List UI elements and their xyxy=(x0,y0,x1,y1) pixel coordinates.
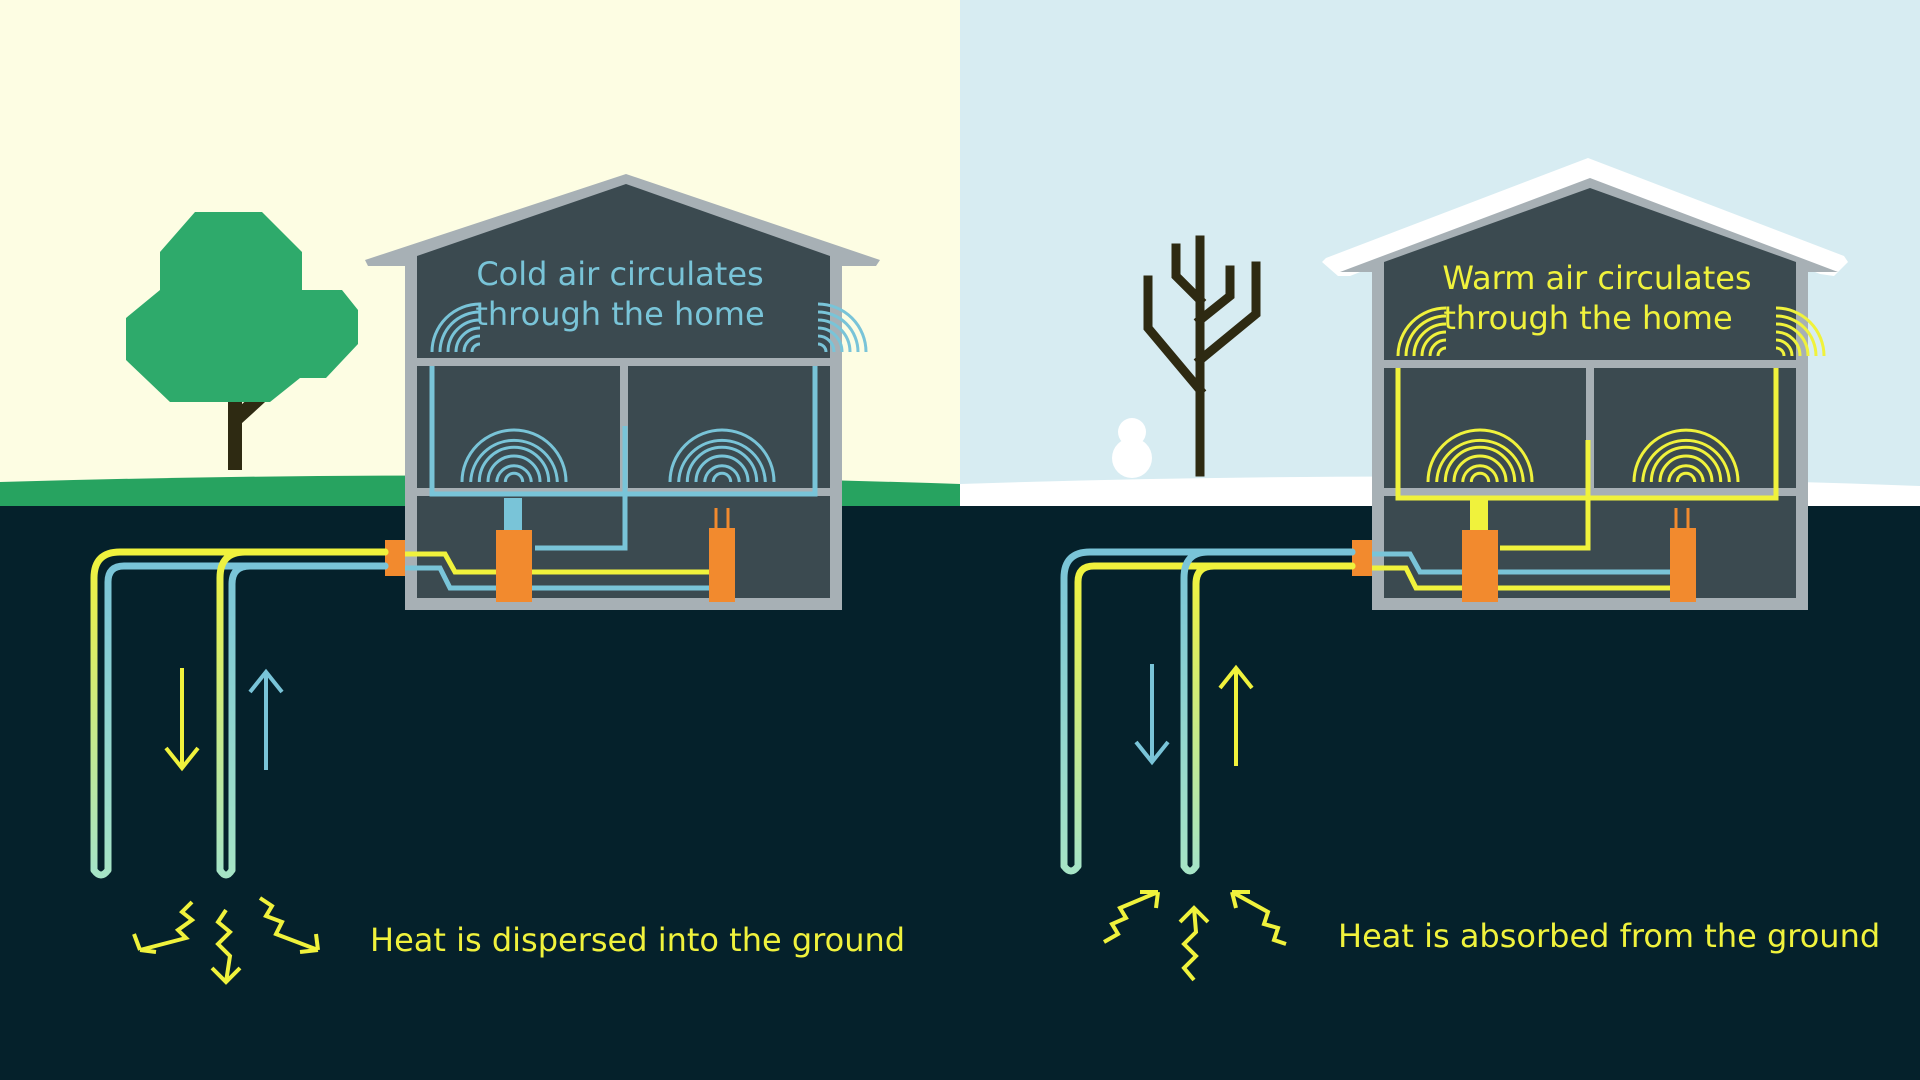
summer-air-vent-icons xyxy=(430,302,868,483)
heat-pump-unit xyxy=(1462,530,1498,602)
winter-ground-caption: Heat is absorbed from the ground xyxy=(1338,917,1880,955)
vent-arc xyxy=(477,445,551,483)
tree-foliage xyxy=(126,212,358,402)
vent-arc xyxy=(1667,464,1705,483)
summer-house-label-line1: Cold air circulates xyxy=(476,255,763,293)
vent-arc xyxy=(460,428,568,483)
vent-arc xyxy=(817,342,828,353)
vent-arc xyxy=(1435,438,1525,483)
air-vent-icon xyxy=(817,302,868,353)
vent-arc xyxy=(1469,471,1491,483)
heat-pump-unit xyxy=(496,530,532,602)
vent-arc xyxy=(1775,338,1794,357)
vent-arc xyxy=(454,326,481,353)
vent-arc xyxy=(1426,428,1534,483)
snowman xyxy=(1112,418,1152,478)
vent-arc xyxy=(470,342,481,353)
vent-arc xyxy=(1675,471,1697,483)
squiggle-arrow-icon xyxy=(258,896,320,954)
pipe-connector xyxy=(385,540,405,576)
vent-arc xyxy=(817,318,852,353)
vent-arc xyxy=(1420,330,1447,357)
vent-arc xyxy=(1775,306,1826,357)
vent-arc xyxy=(1775,330,1802,357)
vent-arc xyxy=(462,334,481,353)
vent-arc xyxy=(495,464,533,483)
air-vent-icon xyxy=(668,428,776,483)
winter-equipment xyxy=(1352,500,1696,602)
winter-house-label-line2: through the home xyxy=(1443,299,1732,337)
vent-arc xyxy=(1775,322,1810,357)
summer-ground-loop xyxy=(90,548,389,879)
squiggle-arrow-icon xyxy=(1178,905,1210,982)
vent-arc xyxy=(1632,428,1740,483)
vent-arc xyxy=(1658,454,1714,483)
air-vent-icon xyxy=(430,302,481,353)
water-heater-unit xyxy=(1670,528,1696,602)
vent-arc xyxy=(469,438,559,483)
vent-arc xyxy=(817,310,860,353)
heat-dispersal-arrows xyxy=(132,896,320,985)
vent-arc xyxy=(503,471,525,483)
squiggle-arrow-icon xyxy=(1103,890,1160,944)
vent-arc xyxy=(1436,346,1447,357)
winter-house-pipes xyxy=(1368,368,1779,591)
vent-arc xyxy=(817,326,844,353)
winter-ground-loop xyxy=(1060,548,1356,875)
pipe-connector xyxy=(1352,540,1372,576)
air-vent-icon xyxy=(1396,306,1447,357)
squiggle-arrow-icon xyxy=(1230,890,1287,946)
winter-flow-arrows xyxy=(1134,664,1254,766)
air-vent-icon xyxy=(1426,428,1534,483)
vent-arc xyxy=(703,464,741,483)
air-vent-icon xyxy=(1775,306,1826,357)
water-heater-unit xyxy=(709,528,735,602)
vent-arc xyxy=(668,428,776,483)
vent-arc xyxy=(430,302,481,353)
summer-flow-arrows xyxy=(164,668,284,772)
vent-arc xyxy=(1775,346,1786,357)
vent-arc xyxy=(1461,464,1499,483)
summer-house-label-line2: through the home xyxy=(475,295,764,333)
summer-house-pipes xyxy=(400,366,818,591)
air-vent-icon xyxy=(460,428,568,483)
winter-air-vent-icons xyxy=(1396,306,1826,483)
down-arrow-icon xyxy=(1134,664,1170,766)
up-arrow-icon xyxy=(1218,664,1254,766)
summer-equipment xyxy=(385,498,735,602)
air-vent-icon xyxy=(1632,428,1740,483)
vent-arc xyxy=(1775,314,1818,357)
vent-arc xyxy=(1428,338,1447,357)
vent-arc xyxy=(1443,445,1517,483)
vent-arc xyxy=(1452,454,1508,483)
vent-arc xyxy=(438,310,481,353)
vent-arc xyxy=(1649,445,1723,483)
up-arrow-icon xyxy=(248,668,284,770)
vent-arc xyxy=(685,445,759,483)
vent-arc xyxy=(677,438,767,483)
vent-arc xyxy=(817,334,836,353)
vent-arc xyxy=(711,471,733,483)
summer-tree xyxy=(126,212,358,470)
vent-arc xyxy=(1412,322,1447,357)
summer-ground-caption: Heat is dispersed into the ground xyxy=(370,921,905,959)
vent-arc xyxy=(1396,306,1447,357)
vent-arc xyxy=(1641,438,1731,483)
vent-arc xyxy=(446,318,481,353)
vent-arc xyxy=(486,454,542,483)
vent-arc xyxy=(694,454,750,483)
winter-bare-tree xyxy=(1143,235,1261,477)
winter-house-label-line1: Warm air circulates xyxy=(1442,259,1751,297)
down-arrow-icon xyxy=(164,668,200,772)
squiggle-arrow-icon xyxy=(132,900,196,954)
vent-arc xyxy=(1404,314,1447,357)
heat-absorption-arrows xyxy=(1103,890,1287,982)
squiggle-arrow-icon xyxy=(210,908,242,985)
vent-arc xyxy=(817,302,868,353)
